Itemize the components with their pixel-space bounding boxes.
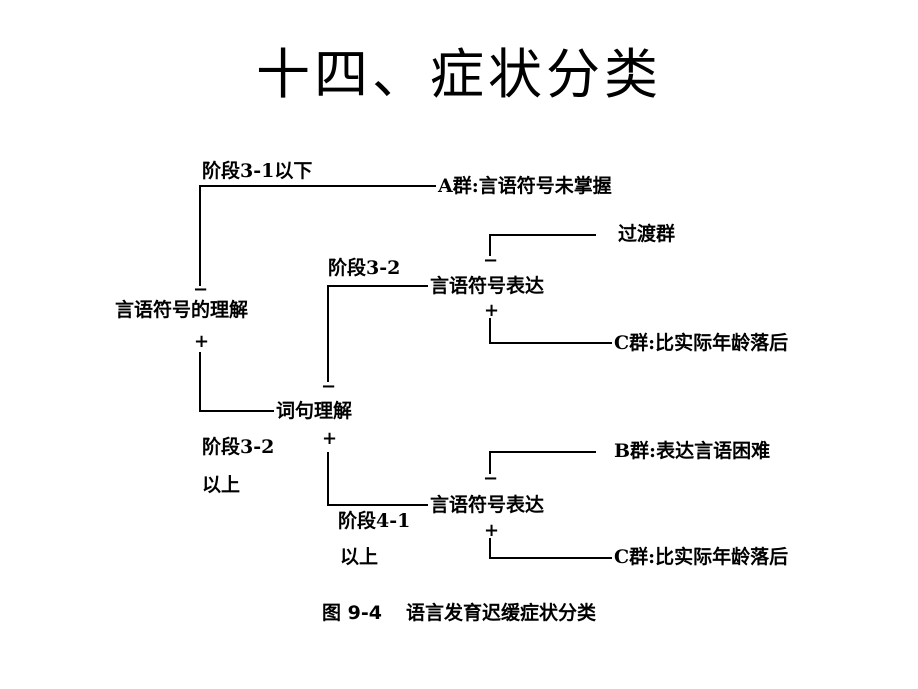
edge-label-above-1: 以上 [202,474,241,496]
connector-expression-1-to-group-c-1 [489,318,612,344]
node-root: 言语符号的理解 [115,299,249,321]
node-group-b: B群:表达言语困难 [614,440,771,462]
sign-expression-2-plus: + [484,520,500,541]
node-symbol-expression-1: 言语符号表达 [430,275,545,297]
edge-label-stage-3-1-below: 阶段3-1以下 [202,160,313,182]
connector-word-to-expression-2 [327,452,428,506]
sign-expression-1-plus: + [484,300,500,321]
edge-label-stage-3-2-a: 阶段3-2 [328,257,401,279]
connector-expression-2-to-group-b [489,451,596,474]
node-transition-group: 过渡群 [618,223,676,245]
node-group-c-1: C群:比实际年龄落后 [614,332,789,354]
sign-expression-1-minus: − [483,250,499,271]
node-word-understanding: 词句理解 [276,400,353,422]
page-title: 十四、症状分类 [256,43,662,106]
figure-number: 图 9-4 [322,602,382,624]
connector-root-to-word [199,352,274,412]
connector-expression-1-to-transition [489,234,596,256]
node-symbol-expression-2: 言语符号表达 [430,494,545,516]
figure-caption: 图 9-4 语言发育迟缓症状分类 [0,598,918,625]
connector-word-to-expression-1 [327,285,428,382]
connector-root-to-group-a [199,185,436,286]
sign-word-plus: + [322,428,338,449]
sign-root-plus: + [194,331,210,352]
connector-expression-2-to-group-c-2 [489,538,612,559]
edge-label-above-2: 以上 [340,546,379,568]
figure-caption-text: 语言发育迟缓症状分类 [405,602,596,624]
edge-label-stage-3-2-above: 阶段3-2 [202,436,275,458]
sign-root-minus: − [193,279,209,300]
node-group-a: A群:言语符号未掌握 [438,175,612,197]
sign-word-minus: − [321,376,337,397]
node-group-c-2: C群:比实际年龄落后 [614,546,789,568]
sign-expression-2-minus: − [483,468,499,489]
edge-label-stage-4-1-above: 阶段4-1 [338,510,411,532]
